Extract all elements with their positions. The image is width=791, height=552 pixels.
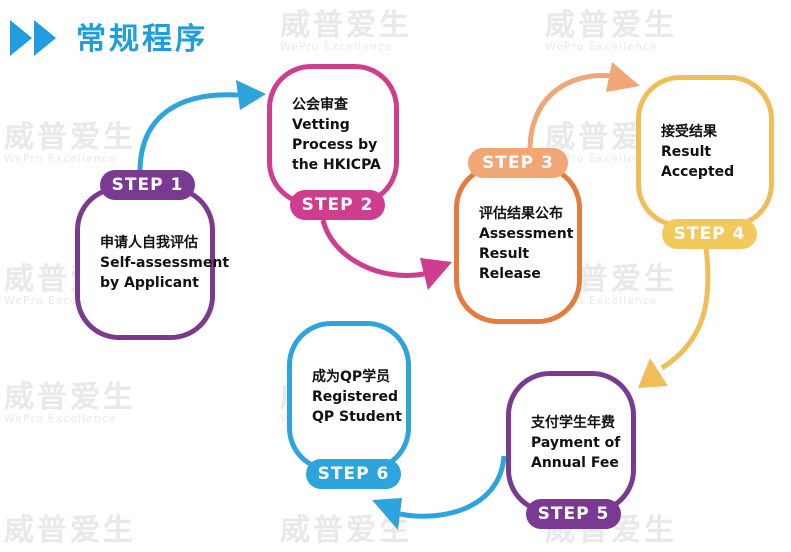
double-arrow-icon <box>10 20 56 56</box>
step-2-card: 公会审查 Vetting Process by the HKICPA <box>267 64 399 206</box>
arrowhead-icon <box>420 258 452 290</box>
step-1-card: 申请人自我评估 Self-assessment by Applicant <box>75 186 230 340</box>
step-3-text: Result <box>479 246 530 262</box>
step-3-text: Assessment <box>479 226 574 242</box>
step-3-card: 评估结果公布 Assessment Result Release <box>454 164 582 324</box>
connector-arrow-4-5 <box>660 246 711 371</box>
step-4-text: 接受结果 <box>661 123 717 140</box>
step-6-text: Registered <box>312 388 399 405</box>
step-4-text: Accepted <box>661 163 735 180</box>
step-6-badge: STEP 6 <box>306 459 401 489</box>
page-title: 常规程序 <box>76 22 208 57</box>
step-3-text: 评估结果公布 <box>479 206 563 222</box>
step-1-badge: STEP 1 <box>100 170 195 200</box>
connector-arrow-1-2 <box>137 92 239 173</box>
step-5-text: Annual Fee <box>531 454 619 471</box>
arrowhead-icon <box>638 358 668 388</box>
step-2-text: the HKICPA <box>292 157 381 173</box>
connector-arrow-3-4 <box>527 73 613 151</box>
step-5-card: 支付学生年费 Payment of Annual Fee <box>506 371 636 514</box>
step-5-text: 支付学生年费 <box>531 414 615 431</box>
connector-arrow-2-3 <box>320 219 425 278</box>
step-3-badge: STEP 3 <box>468 148 568 178</box>
step-1-text: Self-assessment <box>100 255 230 271</box>
step-4-card: 接受结果 Result Accepted <box>636 75 774 228</box>
step-5-badge: STEP 5 <box>526 499 621 529</box>
step-2-text: 公会审查 <box>292 97 348 113</box>
step-2-text: Process by <box>292 137 378 153</box>
arrowhead-icon <box>372 498 402 530</box>
step-2-text: Vetting <box>292 117 350 133</box>
step-1-text: 申请人自我评估 <box>100 235 198 251</box>
step-6-card: 成为QP学员 Registered QP Student <box>287 321 411 472</box>
step-4-badge: STEP 4 <box>662 219 757 249</box>
step-2-badge: STEP 2 <box>290 190 385 220</box>
step-6-text: QP Student <box>312 408 402 425</box>
step-1-text: by Applicant <box>100 275 199 291</box>
arrowhead-icon <box>236 80 266 110</box>
step-4-text: Result <box>661 143 712 160</box>
arrowhead-icon <box>606 62 640 92</box>
connector-arrow-5-6 <box>399 455 507 519</box>
step-5-text: Payment of <box>531 434 621 451</box>
step-3-text: Release <box>479 266 541 282</box>
step-6-text: 成为QP学员 <box>312 368 391 385</box>
